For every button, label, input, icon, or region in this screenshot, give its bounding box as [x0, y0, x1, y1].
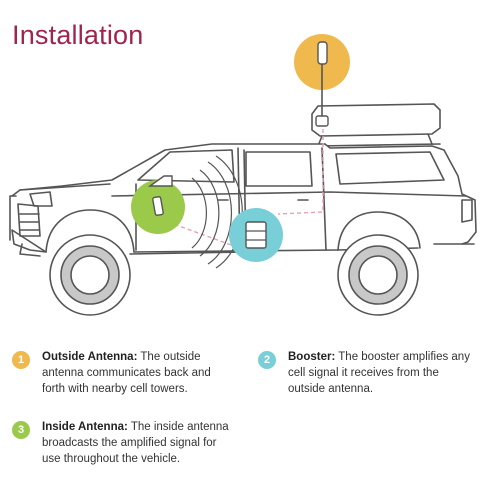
legend-badge: 2: [258, 351, 276, 369]
legend-badge: 1: [12, 351, 30, 369]
inside-antenna: [131, 175, 185, 234]
legend-text: Outside Antenna: The outside antenna com…: [42, 349, 232, 397]
legend-heading: Booster:: [288, 351, 336, 363]
page-title: Installation: [12, 20, 144, 50]
legend-badge: 3: [12, 421, 30, 439]
truck-installation-diagram: [9, 34, 477, 316]
rear-wheel: [337, 234, 419, 316]
legend-heading: Outside Antenna:: [42, 351, 138, 363]
booster: [229, 208, 283, 262]
roof-cargo-box: [311, 103, 441, 147]
legend-text: Inside Antenna: The inside antenna broad…: [42, 419, 232, 467]
legend-text: Booster: The booster amplifies any cell …: [288, 349, 478, 397]
front-wheel: [49, 234, 131, 316]
cable-route: [167, 122, 324, 247]
outside-antenna: [294, 34, 350, 127]
legend-heading: Inside Antenna:: [42, 421, 128, 433]
legend-body: The inside antenna broadcasts the amplif…: [42, 421, 229, 465]
legend-body: The outside antenna communicates back an…: [42, 351, 211, 395]
legend-body: The booster amplifies any cell signal it…: [288, 351, 470, 395]
